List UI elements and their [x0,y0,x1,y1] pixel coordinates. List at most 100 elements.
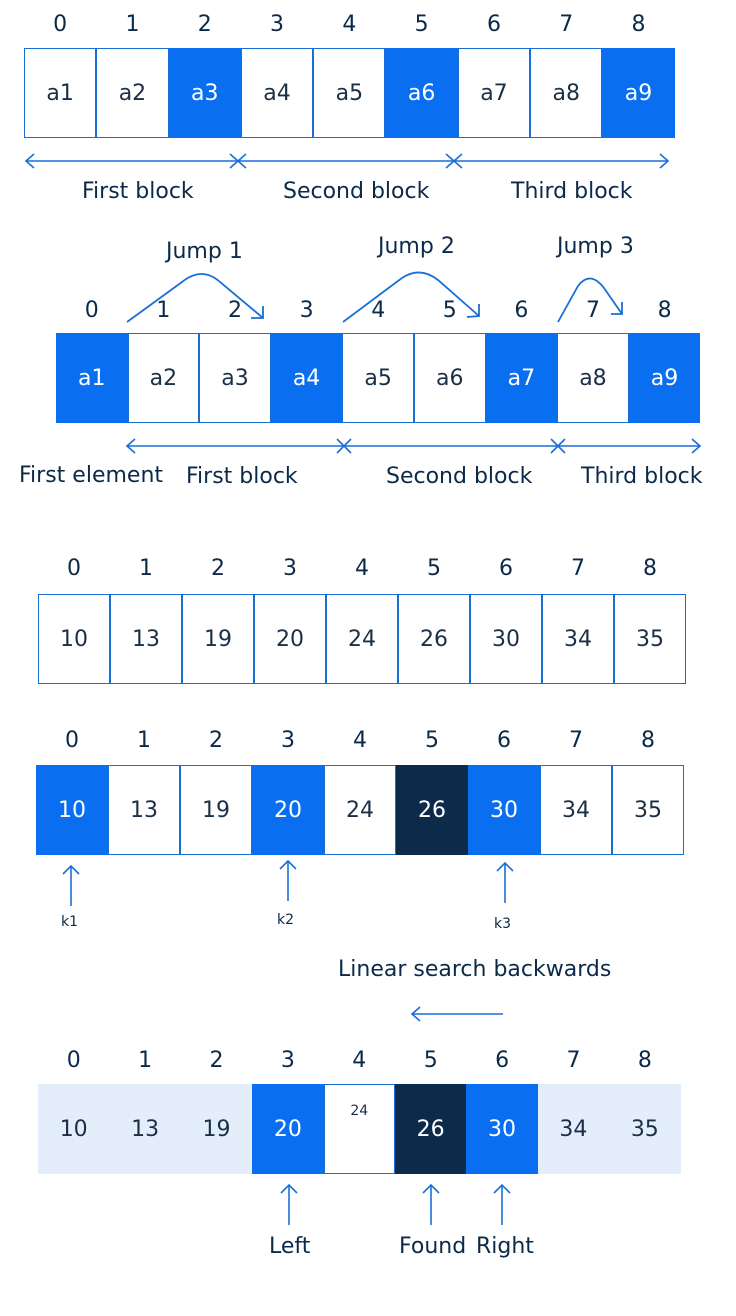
index-label: 8 [643,556,657,581]
array-cell: 13 [108,765,180,855]
block-label-second: Second block [283,179,430,204]
array-cell: a6 [413,333,486,423]
block-label-first: First block [186,464,298,489]
index-label: 5 [427,556,441,581]
index-label: 7 [569,728,583,753]
index-label: 3 [270,12,285,37]
array-cell: a5 [313,48,386,138]
block-arrows [24,153,670,169]
array-cell: 19 [182,594,254,684]
array-cell: 30 [468,765,540,855]
array-cell: 19 [180,1084,253,1174]
index-label: 8 [657,298,672,323]
array-cell: 35 [612,765,684,855]
pointer-label-k2: k2 [277,912,295,928]
index-label: 3 [281,728,295,753]
array-cell: a9 [602,48,675,138]
index-label: 8 [631,12,646,37]
index-label: 5 [414,12,429,37]
array-cell: a1 [24,48,97,138]
array-cell: 20 [252,1084,324,1174]
index-label: 4 [355,556,369,581]
array-cell: 24 [324,765,396,855]
array-cell: 34 [540,765,612,855]
array-cell: 19 [180,765,252,855]
index-label: 4 [342,12,357,37]
array-cell: 30 [470,594,542,684]
array-cell: 10 [38,594,110,684]
index-label: 6 [495,1048,510,1073]
index-label: 0 [65,728,79,753]
index-label: 7 [571,556,585,581]
array-cell: a3 [199,333,271,423]
array-cell: 30 [466,1084,538,1174]
index-label: 1 [125,12,140,37]
index-label: 4 [353,728,367,753]
array-cell: a7 [485,333,558,423]
array-cell: 35 [614,594,686,684]
block-label-third: Third block [511,179,633,204]
array-cell: a8 [557,333,629,423]
index-label: 2 [227,298,242,323]
array-cell: 34 [537,1084,610,1174]
array-cell: 13 [110,594,182,684]
array-cell: a2 [127,333,200,423]
array-cell: 10 [38,1084,110,1174]
block-label-second: Second block [386,464,533,489]
index-label: 6 [514,298,529,323]
index-label: 3 [299,298,314,323]
array-cell: 10 [36,765,108,855]
array-cell: 26 [398,594,470,684]
array-cell: a4 [240,48,314,138]
found-label: Found [399,1234,467,1259]
pointer-label-k1: k1 [61,914,79,930]
index-label: 6 [486,12,501,37]
index-label: 3 [280,1048,295,1073]
jump-label-1: Jump 1 [166,239,243,264]
index-label: 1 [139,556,153,581]
array-cell: a1 [56,333,128,423]
index-label: 4 [371,298,386,323]
array-cell: 34 [542,594,614,684]
index-label: 7 [566,1048,581,1073]
array-cell: a2 [96,48,169,138]
index-label: 5 [425,728,439,753]
array-cell: 20 [252,765,324,855]
index-label: 1 [156,298,171,323]
index-label: 5 [442,298,457,323]
index-label: 0 [53,12,68,37]
array-cell: a5 [342,333,414,423]
array-cell: a8 [530,48,603,138]
index-label: 1 [137,728,151,753]
index-label: 8 [637,1048,652,1073]
index-label: 4 [352,1048,367,1073]
linear-search-title: Linear search backwards [338,957,612,982]
array-cell: 24 [326,594,398,684]
block-label-first: First block [82,179,194,204]
index-label: 6 [497,728,511,753]
first-element-label: First element [19,463,164,488]
index-label: 6 [499,556,513,581]
array-cell: a3 [168,48,241,138]
index-label: 7 [559,12,574,37]
pointer-label-k3: k3 [494,916,512,932]
array-cell: a7 [457,48,531,138]
index-label: 1 [138,1048,153,1073]
array-cell: 13 [109,1084,181,1174]
index-label: 0 [67,556,81,581]
index-label: 0 [66,1048,81,1073]
jump-label-2: Jump 2 [378,234,455,259]
array-cell: a9 [628,333,701,423]
index-label: 0 [84,298,99,323]
jump-label-3: Jump 3 [557,234,634,259]
array-cell: a4 [270,333,343,423]
index-label: 2 [197,12,212,37]
index-label: 8 [641,728,655,753]
index-label: 5 [423,1048,438,1073]
array-cell: 26 [394,1084,467,1174]
